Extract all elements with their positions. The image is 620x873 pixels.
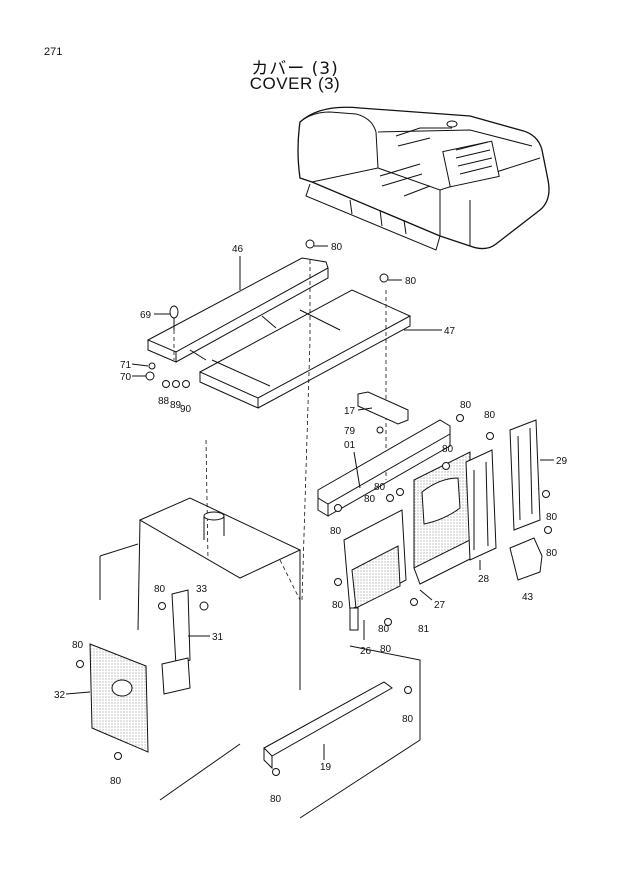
bracket-31 <box>161 589 209 695</box>
cover-panel-47 <box>198 289 412 409</box>
callout-81: 81 <box>418 624 430 635</box>
callout-80-o: 80 <box>380 644 392 655</box>
callout-27: 27 <box>434 600 446 611</box>
page-number: 271 <box>44 46 63 58</box>
title-english: COVER (3) <box>249 74 341 93</box>
callout-labels: 46 80 80 69 47 71 70 88 89 90 17 80 80 7… <box>54 242 568 805</box>
callout-80-e: 80 <box>442 444 454 455</box>
frame-01 <box>317 391 451 517</box>
callout-28: 28 <box>478 574 490 585</box>
machine-body-illustration <box>297 106 550 251</box>
callout-79: 79 <box>344 426 356 437</box>
callout-17: 17 <box>344 406 356 417</box>
callout-80-n: 80 <box>378 624 390 635</box>
callout-47: 47 <box>444 326 456 337</box>
callout-80-j: 80 <box>546 548 558 559</box>
callout-80-i: 80 <box>546 512 558 523</box>
callout-80-a: 80 <box>331 242 343 253</box>
callout-69: 69 <box>140 310 152 321</box>
callout-31: 31 <box>212 632 224 643</box>
panel-32 <box>89 643 149 753</box>
bracket-28 <box>465 449 497 561</box>
callout-80-k: 80 <box>332 600 344 611</box>
assembly-guide-lines <box>173 260 387 601</box>
title-japanese: カバー (3) <box>251 59 339 79</box>
callout-88: 88 <box>158 396 170 407</box>
callout-43: 43 <box>522 592 534 603</box>
callout-71: 71 <box>120 360 132 371</box>
callout-26: 26 <box>360 646 372 657</box>
callout-80-r: 80 <box>270 794 282 805</box>
bolt-symbols <box>76 239 552 776</box>
callout-80-b: 80 <box>405 276 417 287</box>
callout-80-m: 80 <box>72 640 84 651</box>
callout-80-q: 80 <box>110 776 122 787</box>
rail-19 <box>159 645 421 819</box>
callout-33: 33 <box>196 584 208 595</box>
callout-80-p: 80 <box>402 714 414 725</box>
callout-19: 19 <box>320 762 332 773</box>
callout-80-d: 80 <box>484 410 496 421</box>
callout-29: 29 <box>556 456 568 467</box>
callout-90: 90 <box>180 404 192 415</box>
panel-26 <box>343 509 407 631</box>
callout-80-c: 80 <box>460 400 472 411</box>
callout-80-g: 80 <box>364 494 376 505</box>
callout-70: 70 <box>120 372 132 383</box>
callout-32: 32 <box>54 690 66 701</box>
callout-01: 01 <box>344 440 356 451</box>
bracket-43 <box>509 537 543 581</box>
leader-lines <box>65 245 554 760</box>
callout-89: 89 <box>170 400 182 411</box>
cover-panel-46 <box>146 257 329 363</box>
callout-80-l: 80 <box>154 584 166 595</box>
bracket-29 <box>509 419 541 531</box>
tank-body <box>99 497 302 690</box>
callout-80-f: 80 <box>374 482 386 493</box>
callout-80-h: 80 <box>330 526 342 537</box>
callout-46: 46 <box>232 244 244 255</box>
